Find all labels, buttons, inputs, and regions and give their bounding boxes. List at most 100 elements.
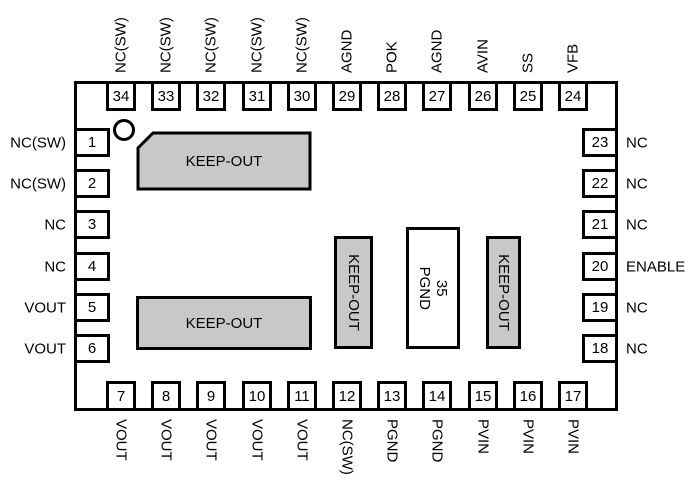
pin-box-3[interactable]: 3 xyxy=(74,210,110,239)
pin-label-9: VOUT xyxy=(202,419,220,461)
pin-label-24: VFB xyxy=(564,43,582,73)
pin-number-9: 9 xyxy=(206,387,216,405)
pin-label-29: AGND xyxy=(338,29,356,73)
pin-number-16: 16 xyxy=(519,387,537,405)
pin-label-2: NC(SW) xyxy=(10,175,66,192)
pin-box-19[interactable]: 19 xyxy=(582,293,618,322)
pin-box-33[interactable]: 33 xyxy=(151,81,181,111)
pin-number-20: 20 xyxy=(591,258,609,275)
pin-box-17[interactable]: 17 xyxy=(558,381,588,411)
pin-box-21[interactable]: 21 xyxy=(582,210,618,239)
pin-number-23: 23 xyxy=(591,134,609,151)
pin-number-1: 1 xyxy=(87,134,97,151)
pin-number-17: 17 xyxy=(564,387,582,405)
pin-label-10: VOUT xyxy=(248,419,266,461)
pin-label-17: PVIN xyxy=(564,419,582,455)
pin-number-25: 25 xyxy=(519,87,537,105)
pin-number-14: 14 xyxy=(428,387,446,405)
pin-label-3: NC xyxy=(44,216,66,233)
pin-box-20[interactable]: 20 xyxy=(582,252,618,281)
pin-label-14: PGND xyxy=(428,419,446,463)
center-pad-number: 35 xyxy=(433,279,451,297)
pin-number-4: 4 xyxy=(87,258,97,275)
pin-number-11: 11 xyxy=(294,387,310,405)
pin-box-12[interactable]: 12 xyxy=(332,381,362,411)
pin-box-6[interactable]: 6 xyxy=(74,334,110,363)
pin-box-13[interactable]: 13 xyxy=(377,381,407,411)
pin-box-14[interactable]: 14 xyxy=(422,381,452,411)
pin-label-30: NC(SW) xyxy=(293,17,311,73)
pin-box-11[interactable]: 11 xyxy=(287,381,317,411)
keepout-bottom-left-label: KEEP-OUT xyxy=(185,314,263,332)
pin-box-25[interactable]: 25 xyxy=(513,81,543,111)
pin-label-31: NC(SW) xyxy=(248,17,266,73)
pin-number-12: 12 xyxy=(338,387,356,405)
pin-box-1[interactable]: 1 xyxy=(74,128,110,157)
pin-number-32: 32 xyxy=(202,87,220,105)
pin-box-2[interactable]: 2 xyxy=(74,169,110,198)
pin-box-24[interactable]: 24 xyxy=(558,81,588,111)
pin-label-32: NC(SW) xyxy=(202,17,220,73)
keepout-center-left: KEEP-OUT xyxy=(334,236,373,349)
pin-box-32[interactable]: 32 xyxy=(196,81,226,111)
pin-label-4: NC xyxy=(44,258,66,275)
pin-number-2: 2 xyxy=(87,175,97,192)
pin-box-4[interactable]: 4 xyxy=(74,252,110,281)
pin-box-8[interactable]: 8 xyxy=(151,381,181,411)
pin-label-13: PGND xyxy=(383,419,401,463)
pin-label-11: VOUT xyxy=(293,419,311,461)
pin-label-28: POK xyxy=(383,41,401,73)
pin-box-15[interactable]: 15 xyxy=(468,381,498,411)
pin-label-26: AVIN xyxy=(474,39,492,73)
pin-number-8: 8 xyxy=(161,387,171,405)
pin-box-7[interactable]: 7 xyxy=(106,381,136,411)
pin-label-8: VOUT xyxy=(157,419,175,461)
pin-number-18: 18 xyxy=(591,340,609,357)
pin-number-30: 30 xyxy=(293,87,311,105)
pin-number-26: 26 xyxy=(474,87,492,105)
keepout-bottom-left: KEEP-OUT xyxy=(136,296,312,350)
pin-box-29[interactable]: 29 xyxy=(332,81,362,111)
pin-box-26[interactable]: 26 xyxy=(468,81,498,111)
pin-number-21: 21 xyxy=(591,216,609,233)
pin-number-5: 5 xyxy=(87,299,97,316)
pin-number-24: 24 xyxy=(564,87,582,105)
pin-label-33: NC(SW) xyxy=(157,17,175,73)
pin-label-22: NC xyxy=(626,175,648,192)
pin-box-18[interactable]: 18 xyxy=(582,334,618,363)
pin-number-28: 28 xyxy=(383,87,401,105)
pin-box-22[interactable]: 22 xyxy=(582,169,618,198)
pin-box-16[interactable]: 16 xyxy=(513,381,543,411)
pin-number-10: 10 xyxy=(248,387,266,405)
pin-label-21: NC xyxy=(626,216,648,233)
pin-box-28[interactable]: 28 xyxy=(377,81,407,111)
pin-box-5[interactable]: 5 xyxy=(74,293,110,322)
pin-number-7: 7 xyxy=(116,387,126,405)
pin-number-3: 3 xyxy=(87,216,97,233)
pin-box-34[interactable]: 34 xyxy=(106,81,136,111)
pin-label-34: NC(SW) xyxy=(112,17,130,73)
pin-box-31[interactable]: 31 xyxy=(242,81,272,111)
pin-number-22: 22 xyxy=(591,175,609,192)
pin-label-5: VOUT xyxy=(24,299,66,316)
pin-box-10[interactable]: 10 xyxy=(242,381,272,411)
pin-label-23: NC xyxy=(626,134,648,151)
pin-number-34: 34 xyxy=(112,87,130,105)
pin-label-20: ENABLE xyxy=(626,258,686,275)
pin-box-9[interactable]: 9 xyxy=(196,381,226,411)
pin-number-31: 31 xyxy=(248,87,266,105)
pin-label-18: NC xyxy=(626,340,648,357)
keepout-center-left-label: KEEP-OUT xyxy=(345,254,362,331)
pin-box-27[interactable]: 27 xyxy=(422,81,452,111)
pin-box-23[interactable]: 23 xyxy=(582,128,618,157)
pin-number-15: 15 xyxy=(474,387,492,405)
keepout-center-right-label: KEEP-OUT xyxy=(495,254,512,331)
pin-number-33: 33 xyxy=(157,87,175,105)
pin-box-30[interactable]: 30 xyxy=(287,81,317,111)
center-pad-name: PGND xyxy=(416,266,433,310)
pin-label-15: PVIN xyxy=(474,419,492,455)
pin-label-19: NC xyxy=(626,299,648,316)
pin-number-27: 27 xyxy=(428,87,446,105)
pin-label-25: SS xyxy=(519,52,537,73)
